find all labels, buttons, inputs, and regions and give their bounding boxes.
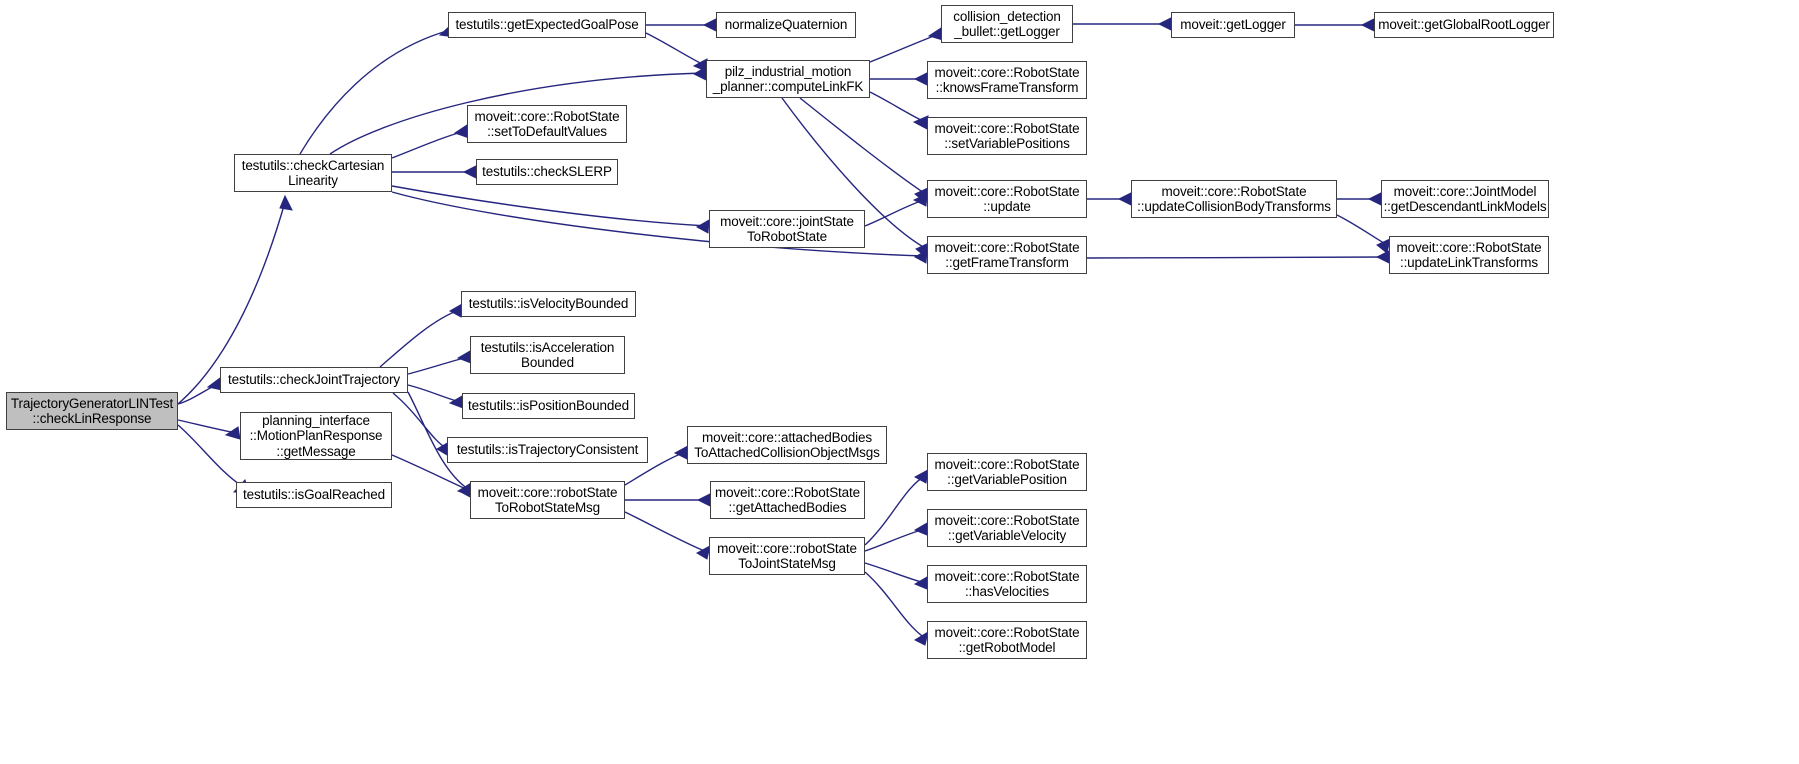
call-edge-n18-n19 [379,309,460,368]
call-graph-node[interactable]: testutils::isGoalReached [236,482,392,508]
call-edge-arrowhead [912,193,928,207]
call-graph-node[interactable]: testutils::checkSLERP [476,159,618,185]
call-graph-node[interactable]: moveit::core::attachedBodies ToAttachedC… [687,426,887,464]
call-edge-arrowhead [913,576,928,590]
call-edge-arrowhead [692,66,707,81]
call-edge-n18-n20 [407,356,469,375]
call-edge-n1-n12 [391,185,708,227]
call-graph-node[interactable]: moveit::core::RobotState ::getVariableVe… [927,509,1087,547]
call-edge-arrowhead [913,522,928,536]
call-graph-node[interactable]: testutils::isTrajectoryConsistent [447,437,648,463]
call-graph-node[interactable]: moveit::core::RobotState ::getRobotModel [927,621,1087,659]
call-graph-node[interactable]: testutils::isPositionBounded [462,393,635,419]
call-edge-arrowhead [224,426,241,440]
call-graph-node[interactable]: normalizeQuaternion [716,12,856,38]
call-graph-node[interactable]: moveit::core::RobotState ::updateCollisi… [1131,180,1337,218]
call-edge-arrowhead [913,249,928,264]
call-graph-node[interactable]: moveit::core::RobotState ::setVariablePo… [927,117,1087,155]
call-edge-arrowhead [1157,17,1172,31]
call-edge-n2-n4 [645,32,705,66]
call-graph-node[interactable]: moveit::core::robotState ToRobotStateMsg [470,481,625,519]
call-edge-n1-n2 [299,29,451,155]
call-edge-n4-n13 [799,97,925,194]
call-graph-node[interactable]: pilz_industrial_motion _planner::compute… [706,60,870,98]
call-graph-node[interactable]: moveit::core::RobotState ::update [927,180,1087,218]
call-graph-node[interactable]: TrajectoryGeneratorLINTest ::checkLinRes… [6,392,178,430]
call-edge-n28-n31 [864,562,926,584]
call-graph-node[interactable]: moveit::core::RobotState ::knowsFrameTra… [927,61,1087,99]
call-edge-n1-n10 [391,130,466,159]
call-edge-arrowhead [1367,192,1382,206]
call-graph-node[interactable]: testutils::checkJointTrajectory [220,367,408,393]
call-edge-n14-n17 [1086,256,1388,259]
call-edge-arrowhead [1375,250,1390,264]
call-edge-arrowhead [702,18,717,32]
call-edge-n0-n23 [177,419,237,434]
call-edge-arrowhead [695,219,710,234]
call-graph-node[interactable]: moveit::core::RobotState ::updateLinkTra… [1389,236,1549,274]
call-graph-node[interactable]: planning_interface ::MotionPlanResponse … [240,412,392,460]
call-edge-arrowhead [279,194,293,211]
call-edge-n18-n22 [392,392,447,449]
call-edge-n12-n13 [864,199,925,227]
call-edge-arrowhead [1117,192,1132,206]
call-edge-n0-n24 [177,424,243,487]
call-graph-node[interactable]: testutils::checkCartesian Linearity [234,154,392,192]
call-graph-node[interactable]: moveit::core::robotState ToJointStateMsg [709,537,865,575]
call-edge-arrowhead [462,165,477,179]
call-edge-n18-n21 [407,384,461,403]
call-edge-n0-n18 [177,383,219,405]
call-graph-node[interactable]: moveit::getLogger [1171,12,1295,38]
call-graph-node[interactable]: moveit::core::RobotState ::getAttachedBo… [710,481,865,519]
call-graph-node[interactable]: moveit::core::RobotState ::getVariablePo… [927,453,1087,491]
call-graph-node[interactable]: moveit::core::RobotState ::getFrameTrans… [927,236,1087,274]
call-edge-n4-n9 [869,91,926,123]
call-edge-n28-n32 [864,571,926,639]
call-graph-node[interactable]: testutils::getExpectedGoalPose [448,12,646,38]
call-edge-n25-n28 [624,511,708,553]
call-edge-arrowhead [696,493,711,507]
call-edge-arrowhead [913,72,928,86]
call-graph-node[interactable]: collision_detection _bullet::getLogger [941,5,1073,43]
call-graph-node[interactable]: moveit::getGlobalRootLogger [1374,12,1554,38]
call-edge-n28-n30 [864,528,926,552]
call-graph-node[interactable]: testutils::isAcceleration Bounded [470,336,625,374]
call-graph-node[interactable]: moveit::core::JointModel ::getDescendant… [1381,180,1549,218]
call-graph-node[interactable]: moveit::core::RobotState ::hasVelocities [927,565,1087,603]
call-graph-node[interactable]: moveit::core::RobotState ::setToDefaultV… [467,105,627,143]
call-edge-arrowhead [912,115,929,130]
call-edge-arrowhead [1360,18,1375,32]
call-edge-n15-n17 [1336,214,1388,246]
call-edge-n28-n29 [864,475,926,546]
call-graph-node[interactable]: moveit::core::jointState ToRobotState [709,210,865,248]
call-edge-n4-n5 [869,33,940,63]
call-graph-node[interactable]: testutils::isVelocityBounded [461,291,636,317]
